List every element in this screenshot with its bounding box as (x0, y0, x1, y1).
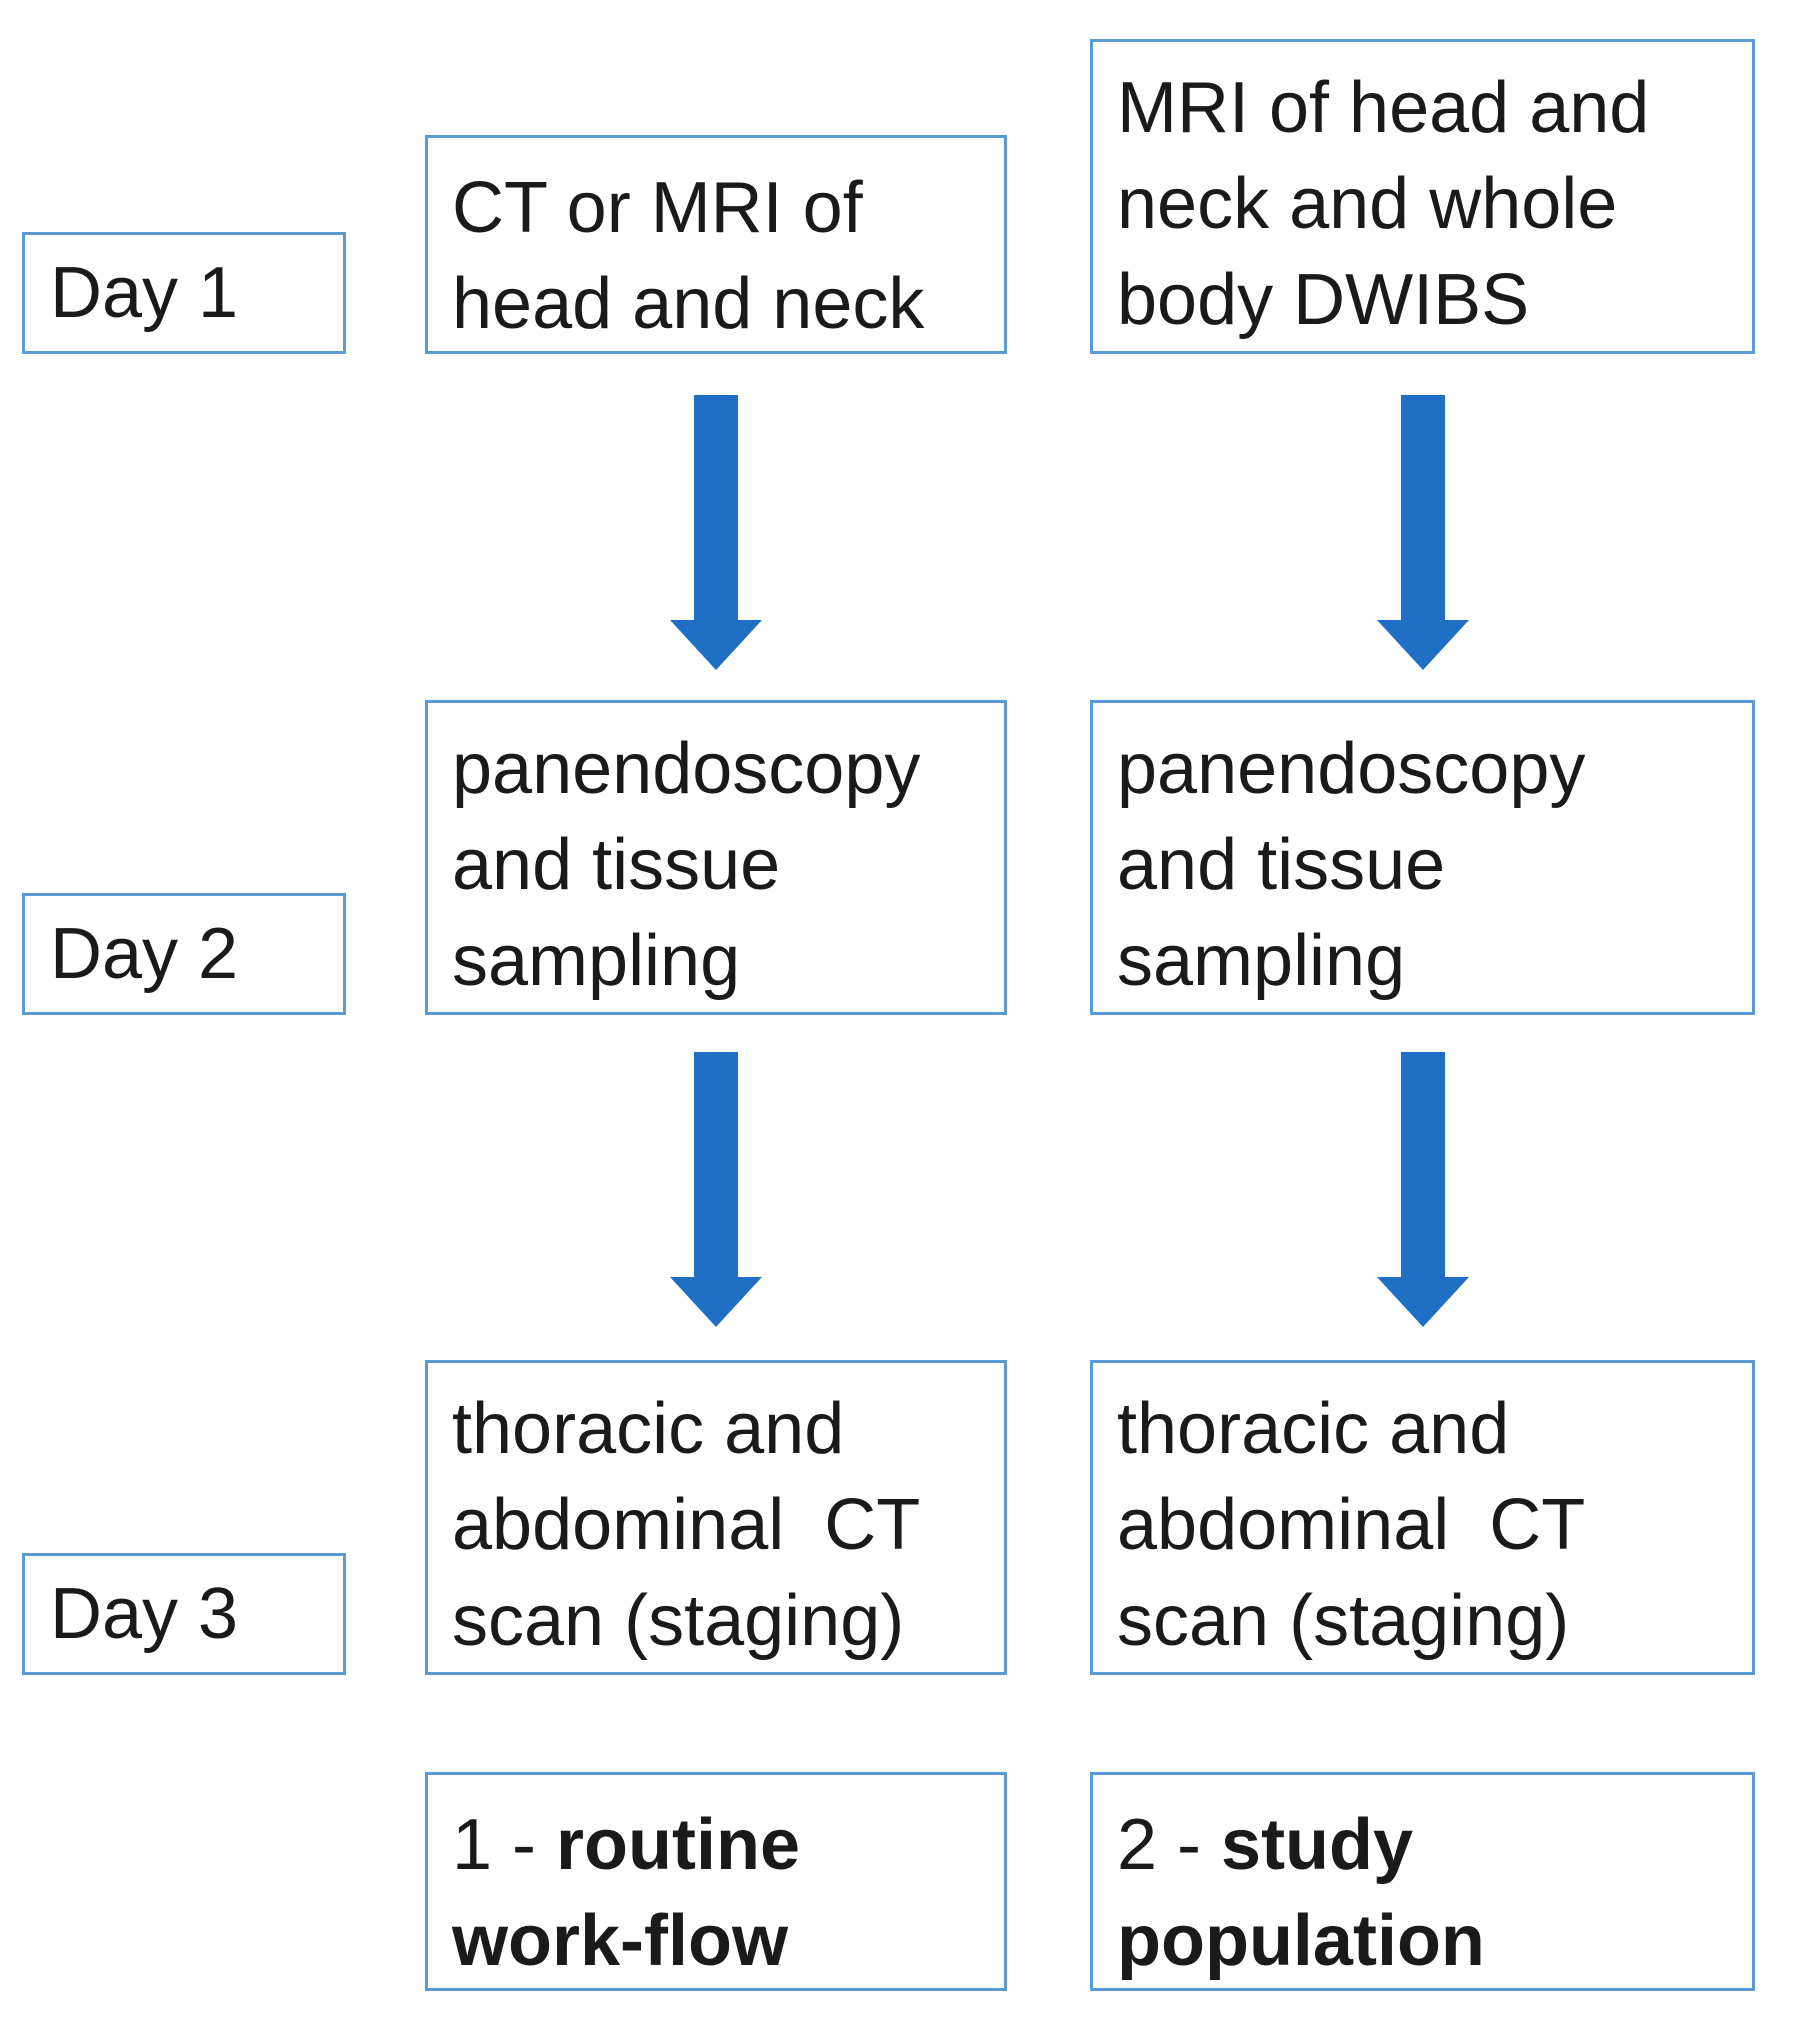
day-1-label: Day 1 (22, 232, 346, 354)
right-arrow-day2-to-day3 (1377, 1052, 1469, 1327)
right-step-2-line-2: and tissue (1117, 825, 1446, 905)
day-2-label: Day 2 (22, 893, 346, 1015)
right-step-2-line-1: panendoscopy (1117, 729, 1586, 809)
left-step-2-line-3: sampling (452, 921, 741, 1001)
right-step-1-line-1: MRI of head and (1117, 68, 1650, 148)
left-step-1-box: CT or MRI of head and neck (425, 135, 1007, 354)
right-step-3-line-2: abdominal CT (1117, 1485, 1586, 1565)
right-step-1-box: MRI of head and neck and whole body DWIB… (1090, 39, 1755, 354)
left-step-2-line-2: and tissue (452, 825, 781, 905)
right-step-1-line-3: body DWIBS (1117, 260, 1530, 340)
left-step-1-line-1: CT or MRI of (452, 168, 863, 248)
day-3-label: Day 3 (22, 1553, 346, 1675)
left-arrow-day1-to-day2 (670, 395, 762, 670)
right-outcome-line-2: population (1117, 1901, 1485, 1981)
left-outcome-box: 1 - routine work-flow (425, 1772, 1007, 1991)
left-outcome-line-1: 1 - routine (452, 1797, 1004, 1893)
right-step-2-box: panendoscopy and tissue sampling (1090, 700, 1755, 1015)
left-outcome-prefix: 1 - (452, 1805, 557, 1885)
left-step-2-line-1: panendoscopy (452, 729, 921, 809)
right-outcome-title: study (1221, 1805, 1414, 1885)
day-2-text: Day 2 (50, 914, 239, 994)
left-outcome-line-2: work-flow (452, 1901, 788, 1981)
left-step-3-line-1: thoracic and (452, 1389, 845, 1469)
right-step-3-box: thoracic and abdominal CT scan (staging) (1090, 1360, 1755, 1675)
left-arrow-day2-to-day3 (670, 1052, 762, 1327)
right-outcome-line-1: 2 - study (1117, 1797, 1752, 1893)
left-step-3-box: thoracic and abdominal CT scan (staging) (425, 1360, 1007, 1675)
right-step-3-line-1: thoracic and (1117, 1389, 1510, 1469)
left-step-2-box: panendoscopy and tissue sampling (425, 700, 1007, 1015)
day-3-text: Day 3 (50, 1574, 239, 1654)
left-outcome-title: routine (556, 1805, 801, 1885)
right-outcome-prefix: 2 - (1117, 1805, 1222, 1885)
day-1-text: Day 1 (50, 253, 239, 333)
left-step-3-line-2: abdominal CT (452, 1485, 921, 1565)
right-outcome-box: 2 - study population (1090, 1772, 1755, 1991)
left-step-3-line-3: scan (staging) (452, 1581, 905, 1661)
right-step-3-line-3: scan (staging) (1117, 1581, 1570, 1661)
right-step-1-line-2: neck and whole (1117, 164, 1618, 244)
right-arrow-day1-to-day2 (1377, 395, 1469, 670)
left-step-1-line-2: head and neck (452, 264, 925, 344)
right-step-2-line-3: sampling (1117, 921, 1406, 1001)
